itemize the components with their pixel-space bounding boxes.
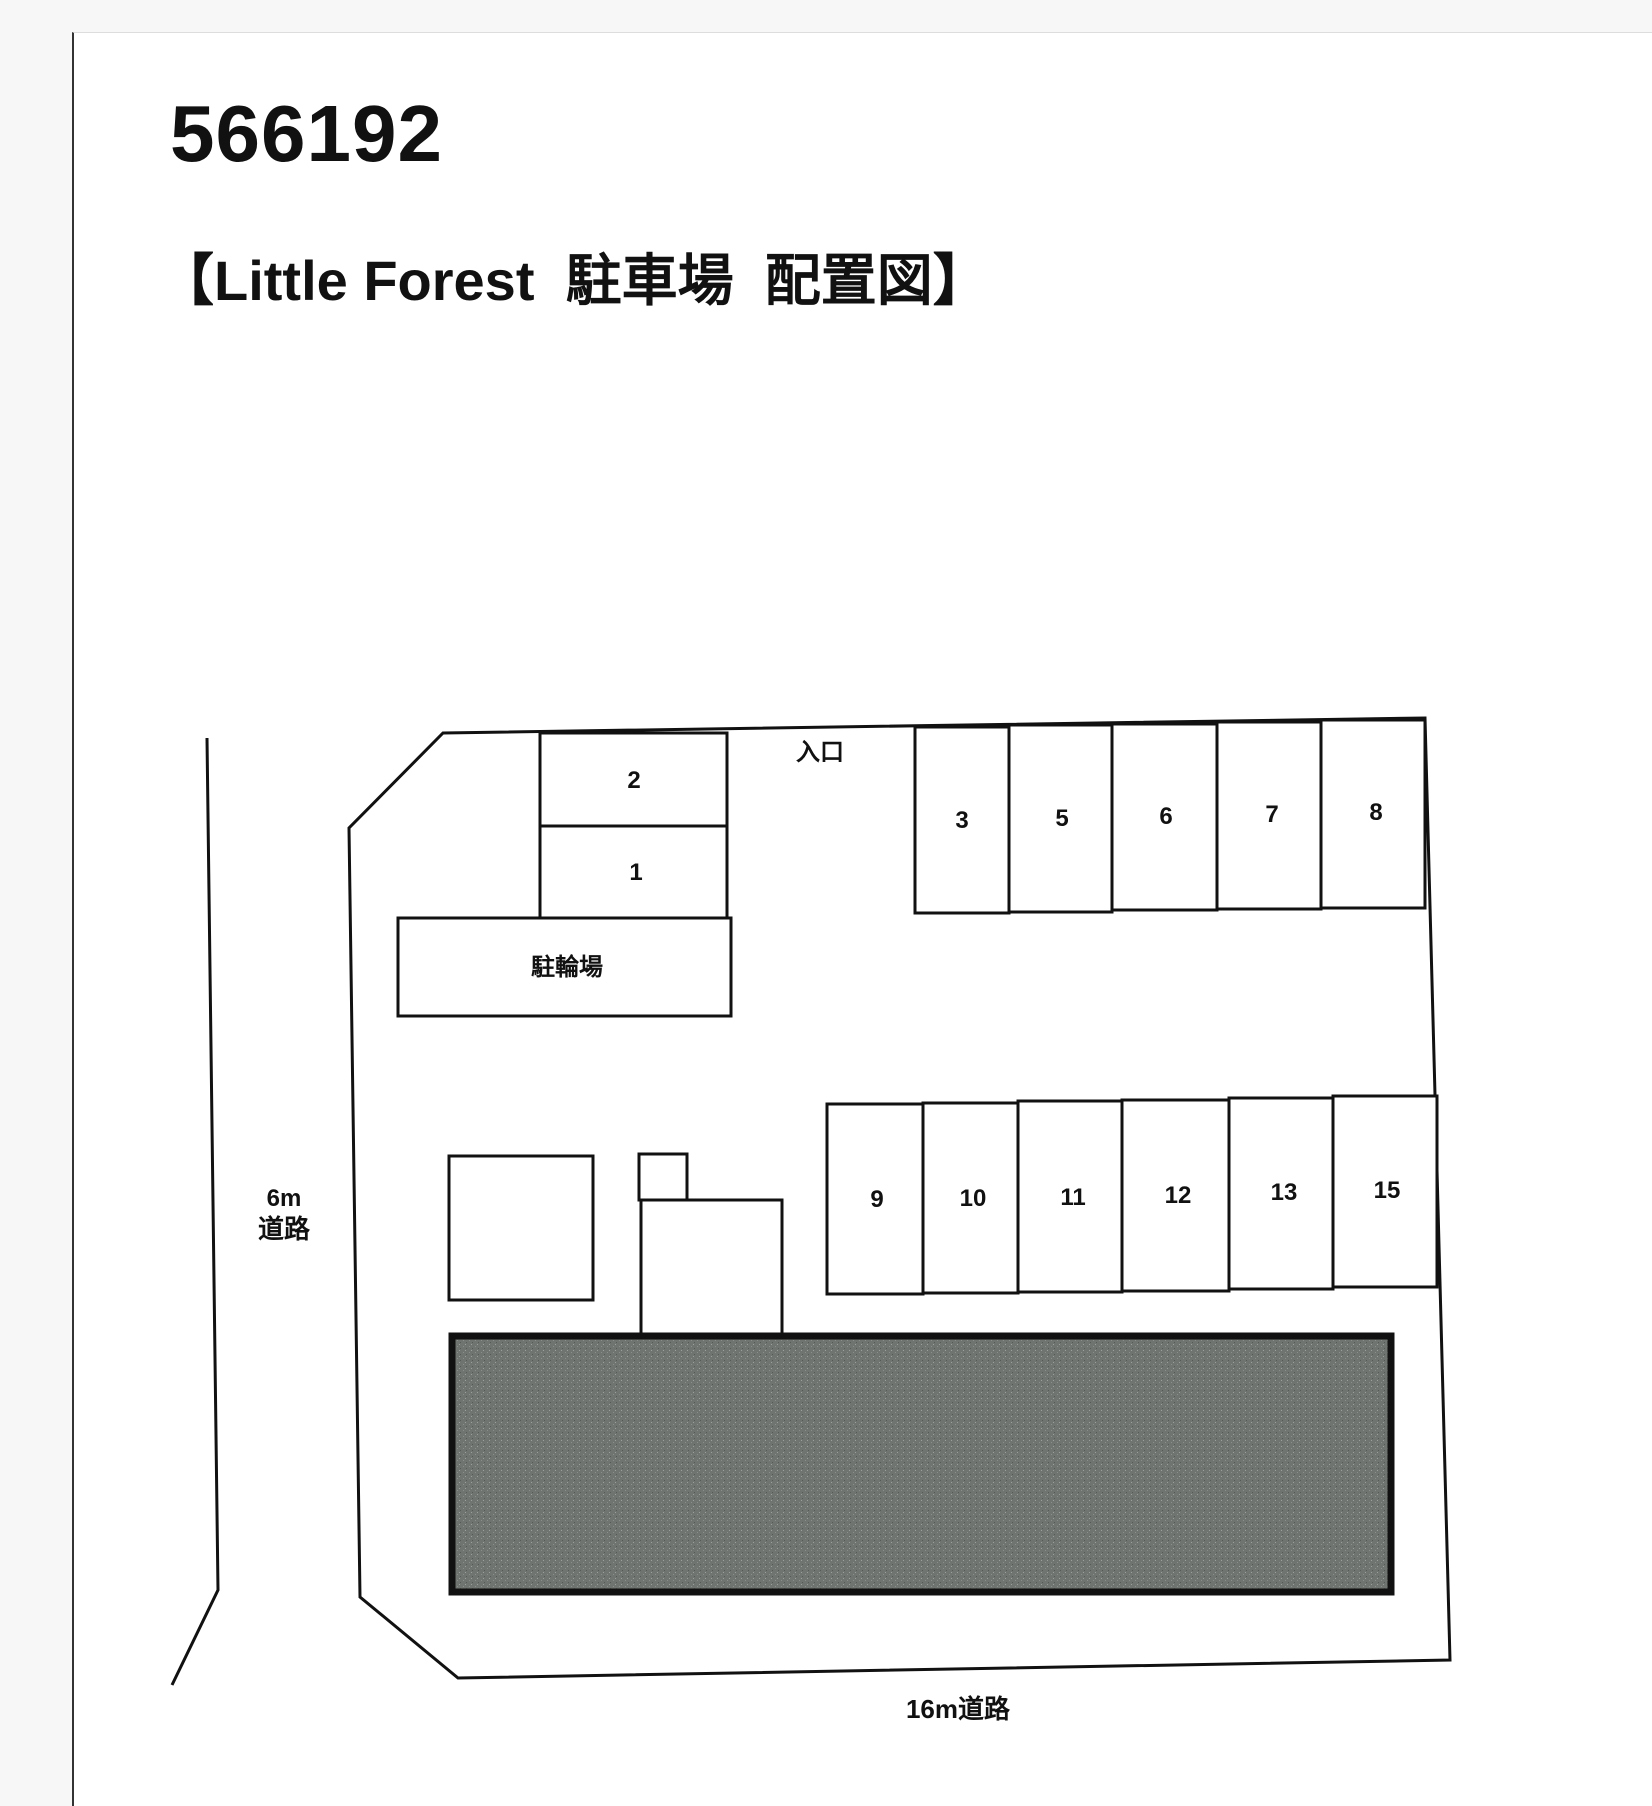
- svg-text:8: 8: [1369, 799, 1382, 826]
- storage-structure: [447, 1154, 595, 1302]
- west-road-label: 道路: [258, 1214, 311, 1244]
- parking-space-12[interactable]: 12: [1120, 1098, 1231, 1293]
- svg-text:11: 11: [1060, 1184, 1085, 1211]
- parking-space-8[interactable]: 8: [1319, 718, 1427, 910]
- svg-text:13: 13: [1271, 1179, 1298, 1206]
- svg-text:12: 12: [1165, 1182, 1192, 1209]
- bicycle-parking[interactable]: 駐輪場: [396, 916, 733, 1018]
- utility-structure: [639, 1198, 784, 1340]
- parking-space-7[interactable]: 7: [1215, 720, 1323, 911]
- parking-space-5[interactable]: 5: [1007, 723, 1114, 914]
- svg-text:駐輪場: 駐輪場: [531, 953, 603, 981]
- parking-row-top: 3 5 6 7 8: [913, 718, 1427, 915]
- parking-space-9[interactable]: 9: [825, 1102, 925, 1296]
- parking-space-11[interactable]: 11: [1016, 1099, 1124, 1294]
- parking-space-13[interactable]: 13: [1227, 1096, 1335, 1291]
- parking-space-10[interactable]: 10: [921, 1101, 1020, 1295]
- west-road-width-label: 6m: [267, 1185, 302, 1212]
- parking-space-2[interactable]: 2: [538, 731, 729, 828]
- svg-text:6: 6: [1159, 803, 1172, 830]
- building-footprint: [448, 1332, 1395, 1596]
- small-structure: [637, 1152, 689, 1202]
- parking-space-6[interactable]: 6: [1110, 722, 1219, 912]
- parking-space-15[interactable]: 15: [1331, 1094, 1439, 1289]
- svg-text:15: 15: [1374, 1177, 1401, 1204]
- svg-text:7: 7: [1265, 801, 1278, 828]
- svg-text:1: 1: [629, 859, 642, 886]
- property-id: 566192: [170, 89, 443, 178]
- diagram-title: 【Little Forest 駐車場 配置図】: [158, 249, 989, 312]
- parking-space-1[interactable]: 1: [538, 824, 729, 920]
- svg-text:2: 2: [627, 767, 640, 794]
- west-road-edge: [170, 737, 220, 1686]
- svg-text:3: 3: [955, 807, 968, 834]
- lot-boundary: [347, 716, 1452, 1680]
- parking-row-bottom: 9 10 11 12 13 15: [825, 1094, 1439, 1296]
- svg-text:10: 10: [960, 1185, 987, 1212]
- entrance-label: 入口: [796, 739, 844, 766]
- south-road-label: 16m道路: [906, 1694, 1011, 1724]
- parking-space-3[interactable]: 3: [913, 725, 1011, 915]
- svg-text:5: 5: [1055, 805, 1068, 832]
- svg-text:9: 9: [870, 1186, 883, 1213]
